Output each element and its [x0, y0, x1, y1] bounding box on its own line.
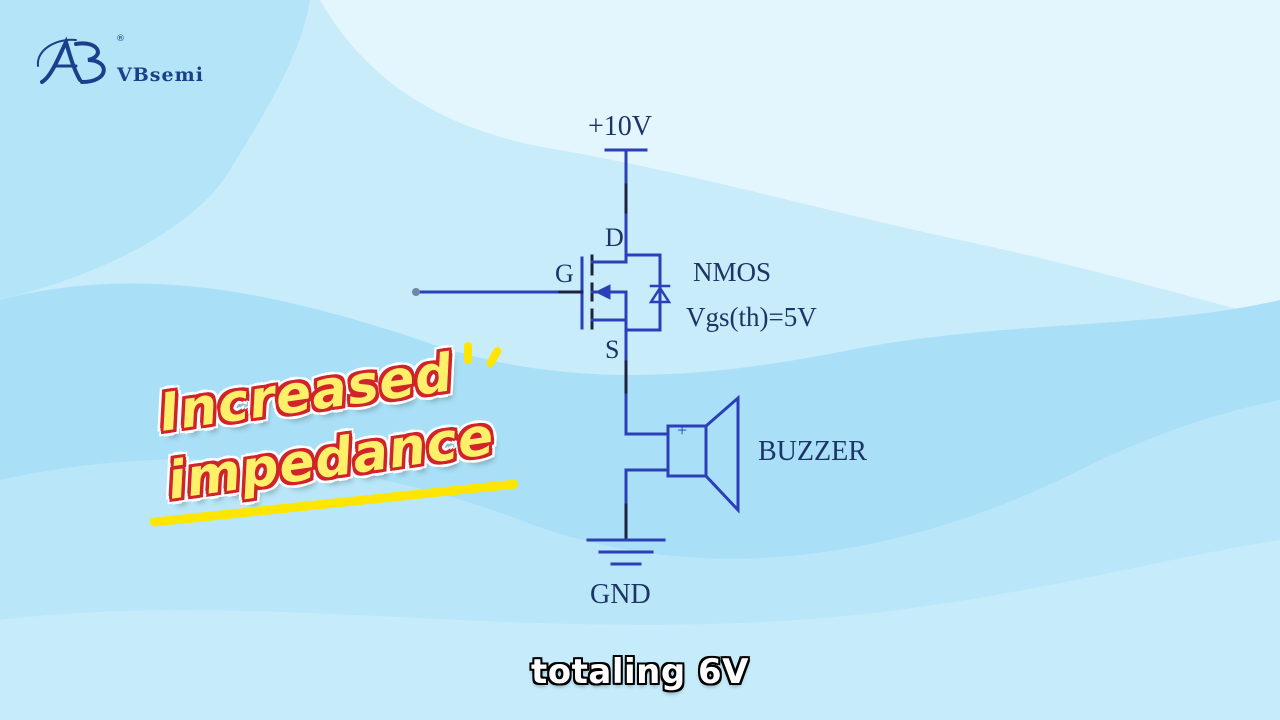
- vbsemi-logo-mark: [36, 36, 106, 84]
- source-label: S: [605, 335, 620, 364]
- drain-label: D: [605, 223, 624, 252]
- sparkle-mid: [464, 342, 472, 364]
- transistor-type-label: NMOS: [693, 257, 772, 287]
- buzzer-label: BUZZER: [758, 436, 867, 467]
- gate-input-node: [412, 288, 420, 296]
- body-diode: [648, 285, 672, 304]
- registered-mark: ®: [116, 34, 125, 44]
- threshold-voltage-label: Vgs(th)=5V: [686, 302, 817, 332]
- buzzer-horn: [704, 394, 740, 514]
- buzzer-polarity-label: +: [677, 420, 688, 440]
- ground-label: GND: [590, 579, 651, 610]
- gate-label: G: [555, 259, 574, 288]
- supply-label: +10V: [588, 111, 653, 142]
- subtitle-caption: totaling 6V: [531, 652, 749, 692]
- brand-name: VBsemi: [117, 64, 204, 86]
- channel-arrow: [594, 284, 611, 300]
